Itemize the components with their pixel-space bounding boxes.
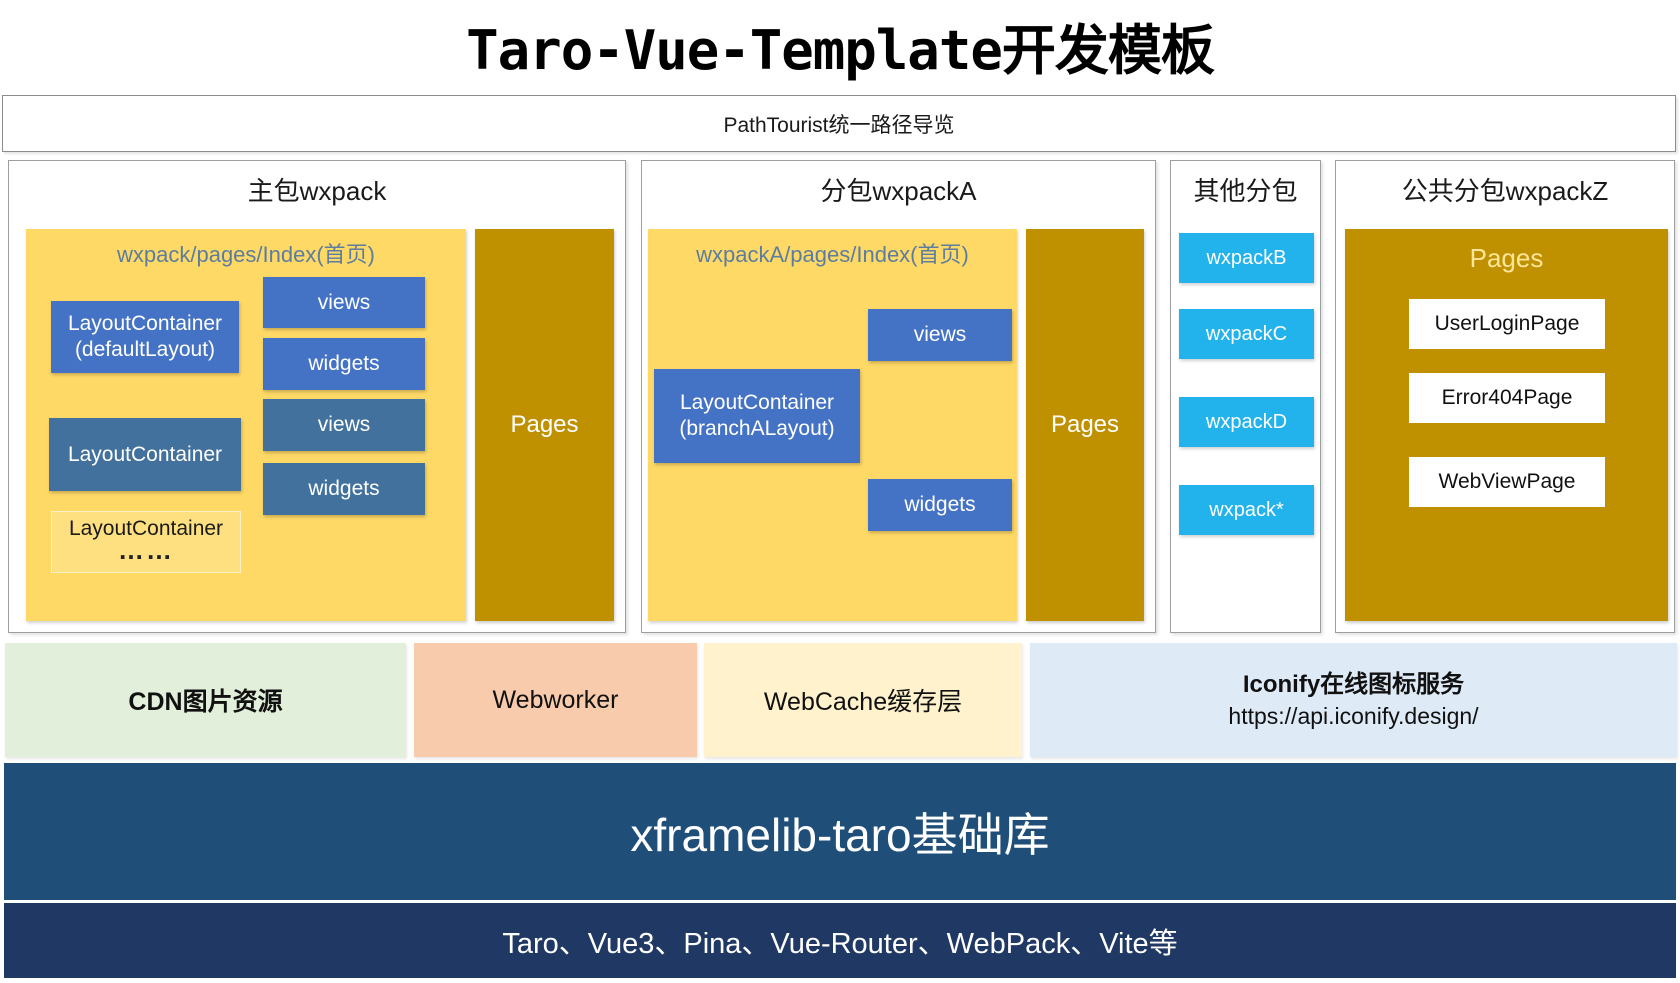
foundation-label: xframelib-taro基础库 xyxy=(630,808,1050,861)
sub-pack-a-views-box: views xyxy=(868,309,1012,361)
main-pack-title: 主包wxpack xyxy=(247,176,387,206)
service-webworker: Webworker xyxy=(414,643,697,757)
service-webworker-label: Webworker xyxy=(492,685,619,714)
page-item-userloginpage: UserLoginPage xyxy=(1409,299,1605,349)
service-cdn-images: CDN图片资源 xyxy=(5,643,406,757)
panel-other-packs: 其他分包 wxpackB wxpackC wxpackD wxpack* xyxy=(1170,160,1321,633)
path-tourist-label: PathTourist统一路径导览 xyxy=(723,113,955,137)
layout-container-box-2: LayoutContainer xyxy=(49,418,241,491)
page-title: Taro-Vue-Template开发模板 xyxy=(466,18,1215,82)
sub-pack-a-title: 分包wxpackA xyxy=(820,176,977,206)
layout-container-more-box: LayoutContainer …… xyxy=(51,511,241,573)
panel-sub-pack-a: 分包wxpackA wxpackA/pages/Index(首页) views … xyxy=(641,160,1156,633)
widgets-box-2: widgets xyxy=(263,463,425,515)
pack-item-wxpackd: wxpackD xyxy=(1179,397,1314,447)
panel-common-pack: 公共分包wxpackZ Pages UserLoginPage Error404… xyxy=(1335,160,1675,633)
sub-pack-a-widgets-box: widgets xyxy=(868,479,1012,531)
sub-pack-a-index-container: wxpackA/pages/Index(首页) views LayoutCont… xyxy=(648,229,1017,621)
widgets-box-1: widgets xyxy=(263,338,425,390)
pack-item-wxpack-star: wxpack* xyxy=(1179,485,1314,535)
panel-main-pack: 主包wxpack wxpack/pages/Index(首页) LayoutCo… xyxy=(8,160,626,633)
pack-item-wxpackb: wxpackB xyxy=(1179,233,1314,283)
sub-pack-a-pages-column: Pages xyxy=(1026,229,1144,621)
layout-container-default-box: LayoutContainer (defaultLayout) xyxy=(51,301,239,373)
service-iconify-url: https://api.iconify.design/ xyxy=(1228,703,1479,729)
main-pack-pages-column: Pages xyxy=(475,229,614,621)
views-box-2: views xyxy=(263,399,425,451)
other-packs-title: 其他分包 xyxy=(1193,176,1298,206)
pack-item-wxpackc: wxpackC xyxy=(1179,309,1314,359)
common-pack-title: 公共分包wxpackZ xyxy=(1401,176,1609,206)
ellipsis-label: …… xyxy=(118,535,174,565)
service-webcache: WebCache缓存层 xyxy=(704,643,1022,757)
views-box-1: views xyxy=(263,277,425,328)
page-item-error404page: Error404Page xyxy=(1409,373,1605,423)
service-iconify: Iconify在线图标服务 https://api.iconify.design… xyxy=(1030,643,1677,757)
path-tourist-bar: PathTourist统一路径导览 xyxy=(2,95,1676,152)
common-pack-pages-container: Pages UserLoginPage Error404Page WebView… xyxy=(1345,229,1668,621)
main-pack-index-title: wxpack/pages/Index(首页) xyxy=(117,242,375,267)
page-item-webviewpage: WebViewPage xyxy=(1409,457,1605,507)
service-iconify-label: Iconify在线图标服务 xyxy=(1242,671,1465,698)
tech-stack-label: Taro、Vue3、Pina、Vue-Router、WebPack、Vite等 xyxy=(502,927,1178,960)
service-webcache-label: WebCache缓存层 xyxy=(763,688,963,716)
tech-stack-band: Taro、Vue3、Pina、Vue-Router、WebPack、Vite等 xyxy=(4,903,1676,978)
sub-pack-a-index-title: wxpackA/pages/Index(首页) xyxy=(696,242,969,267)
foundation-band: xframelib-taro基础库 xyxy=(4,763,1676,900)
common-pack-pages-label: Pages xyxy=(1469,243,1544,273)
service-cdn-label: CDN图片资源 xyxy=(128,688,283,716)
main-pack-index-container: wxpack/pages/Index(首页) LayoutContainer (… xyxy=(26,229,466,621)
layout-container-branch-box: LayoutContainer (branchALayout) xyxy=(654,369,860,463)
layout-container-more-label: LayoutContainer xyxy=(68,517,224,540)
